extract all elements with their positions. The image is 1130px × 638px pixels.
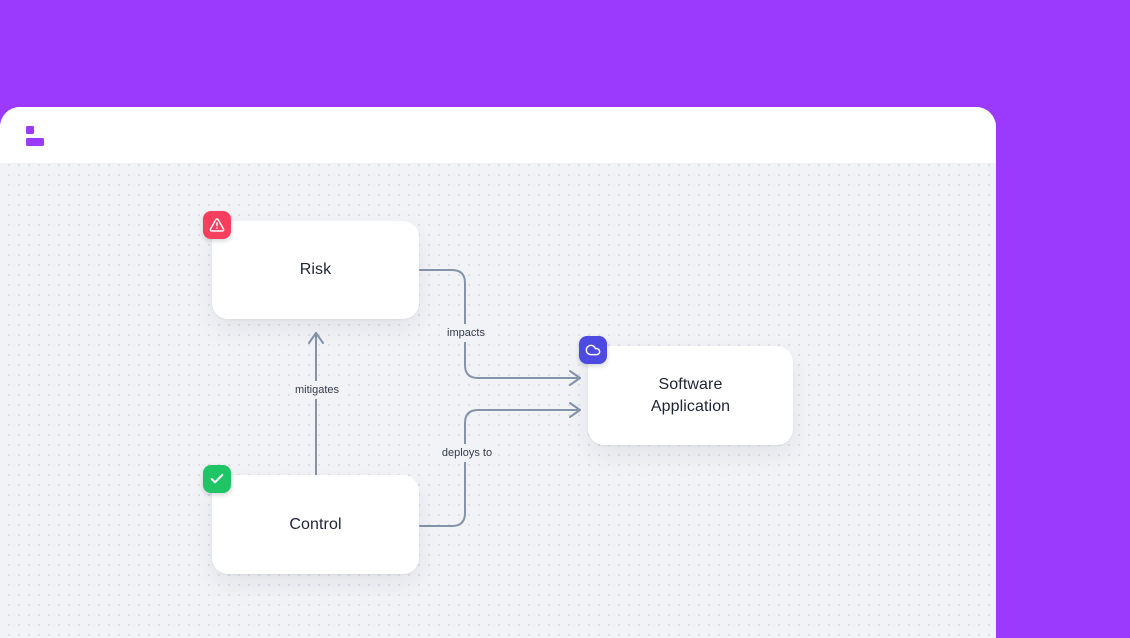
cloud-icon <box>585 342 601 358</box>
control-badge <box>203 465 231 493</box>
software-application-badge <box>579 336 607 364</box>
node-risk-label: Risk <box>299 261 332 279</box>
node-software-application[interactable]: Software Application <box>579 336 793 445</box>
edge-label-impacts[interactable]: impacts <box>442 324 490 342</box>
node-risk[interactable]: Risk <box>203 211 419 319</box>
edge-label-deploys-to[interactable]: deploys to <box>436 444 498 462</box>
arrowhead-up-icon <box>308 332 324 344</box>
check-icon <box>209 471 225 487</box>
edges-layer <box>308 269 581 527</box>
edge-label-mitigates[interactable]: mitigates <box>289 381 345 399</box>
app-logo[interactable] <box>26 126 46 147</box>
app-header <box>0 107 996 163</box>
diagram-canvas[interactable]: impacts mitigates deploys to Risk <box>0 163 996 638</box>
app-logo-bar <box>26 138 44 146</box>
node-software-application-label: Software Application <box>650 375 731 415</box>
app-logo-square <box>26 126 34 134</box>
arrowhead-right-icon <box>569 402 581 418</box>
edge-mitigates <box>308 332 324 476</box>
arrowhead-right-icon <box>569 370 581 386</box>
edge-deploys-to <box>419 402 581 527</box>
risk-badge <box>203 211 231 239</box>
node-control-label: Control <box>289 515 342 533</box>
node-control[interactable]: Control <box>203 465 419 574</box>
app-window-card: impacts mitigates deploys to Risk <box>0 107 996 638</box>
warning-triangle-icon <box>209 217 225 233</box>
